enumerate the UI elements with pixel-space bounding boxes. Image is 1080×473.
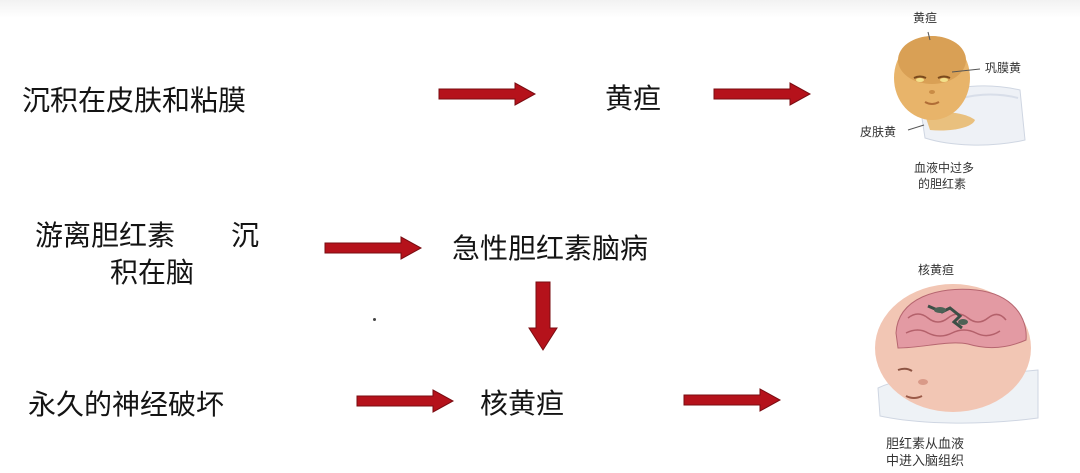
row2-left-text-line1: 游离胆红素 沉: [35, 219, 260, 252]
arrow-row2: [323, 236, 423, 260]
baby-caption-line2: 的胆红素: [918, 177, 967, 191]
arrow-row1-a: [437, 82, 537, 106]
arrow-row3-a: [355, 389, 455, 413]
jaundiced-baby-image: [880, 20, 1030, 155]
arrow-row3-b: [682, 388, 782, 412]
row1-middle-text: 黄疸: [605, 82, 662, 115]
kernicterus-brain-image: [868, 278, 1043, 428]
stray-dot: [373, 318, 376, 321]
baby-label-eye: 巩膜黄: [985, 61, 1022, 75]
row2-middle-text: 急性胆红素脑病: [452, 232, 649, 265]
row1-left-text: 沉积在皮肤和粘膜: [22, 84, 247, 117]
arrow-row1-b: [712, 82, 812, 106]
top-strip: [0, 0, 1080, 18]
brain-caption-line1: 胆红素从血液: [886, 437, 965, 452]
arrow-down: [528, 280, 558, 352]
row2-left-text-line2: 积在脑: [110, 256, 195, 289]
brain-label-top: 核黄疸: [918, 263, 955, 277]
row3-left-text: 永久的神经破坏: [28, 388, 225, 421]
baby-label-skin: 皮肤黄: [860, 125, 897, 139]
row3-middle-text: 核黄疸: [480, 387, 565, 420]
brain-caption-line2: 中进入脑组织: [886, 454, 965, 469]
baby-caption-line1: 血液中过多: [914, 161, 975, 175]
baby-label-top: 黄疸: [913, 11, 938, 25]
